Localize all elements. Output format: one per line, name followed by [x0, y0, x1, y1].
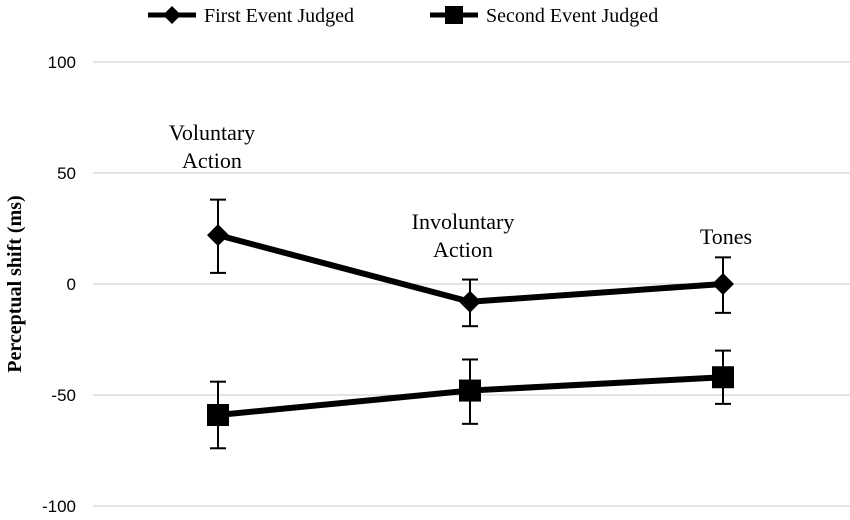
data-point	[712, 366, 734, 389]
y-tick-label: 50	[57, 164, 76, 183]
category-label: Tones	[700, 224, 752, 249]
y-tick-label: 0	[67, 275, 76, 294]
y-tick-label: -50	[51, 386, 76, 405]
series-markers	[207, 224, 734, 426]
y-tick-label: 100	[48, 53, 76, 72]
y-tick-label: -100	[42, 497, 76, 516]
legend-label: Second Event Judged	[486, 5, 658, 27]
data-point	[712, 273, 734, 295]
data-point	[459, 379, 481, 402]
legend-square-icon	[445, 6, 463, 24]
y-axis: 100 50 0 -50 -100	[42, 53, 76, 516]
legend: First Event Judged Second Event Judged	[148, 5, 658, 27]
data-point	[207, 403, 229, 426]
legend-label: First Event Judged	[204, 5, 354, 27]
y-axis-title: Perceptual shift (ms)	[4, 195, 26, 372]
data-point	[207, 224, 229, 247]
data-point	[459, 290, 481, 313]
legend-diamond-icon	[163, 6, 181, 24]
